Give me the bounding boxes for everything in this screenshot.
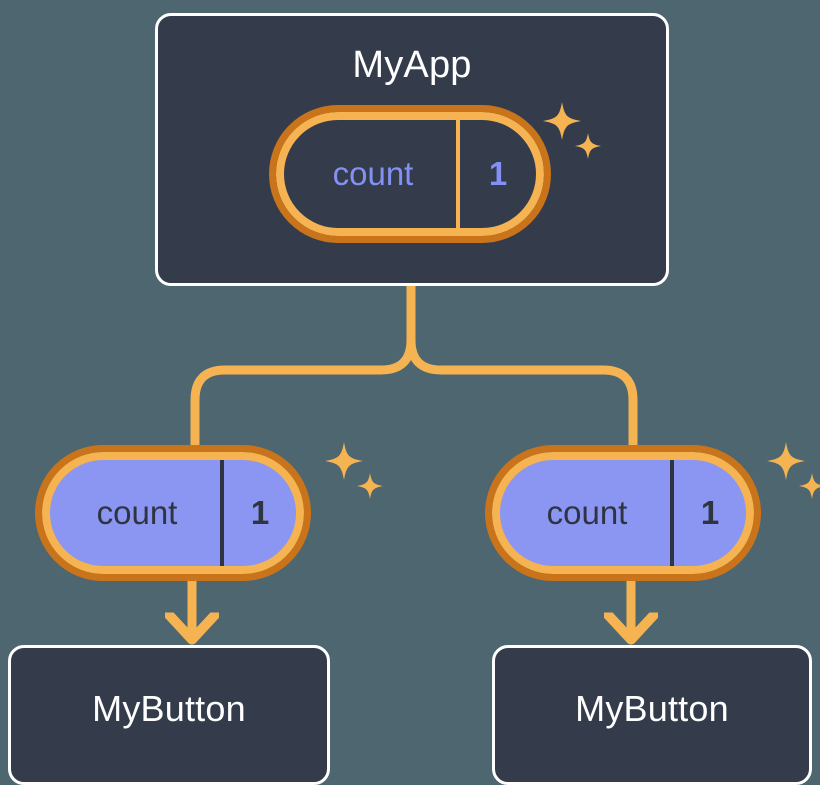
state-pill-child-right[interactable]: count 1: [485, 445, 761, 581]
component-box-mybutton-left[interactable]: MyButton: [8, 645, 330, 785]
wire-split-left: [190, 335, 416, 457]
state-key-root: count: [332, 155, 414, 192]
sparkle-big-icon: [325, 442, 363, 480]
state-pill-root[interactable]: count 1: [269, 105, 551, 243]
sparkle-small-icon: [357, 473, 383, 499]
component-title-mybutton-right: MyButton: [575, 688, 729, 729]
state-key-child-right: count: [546, 494, 628, 531]
state-value-root: 1: [456, 120, 536, 228]
sparkle-small-icon: [799, 473, 820, 499]
wire-split-right: [406, 335, 638, 457]
state-value-child-left: 1: [220, 460, 296, 566]
sparkle-icon-child-left: [318, 440, 390, 525]
state-value-child-right: 1: [670, 460, 746, 566]
component-box-mybutton-right[interactable]: MyButton: [492, 645, 812, 785]
state-key-child-left: count: [96, 494, 178, 531]
sparkle-big-icon: [767, 442, 805, 480]
sparkle-icon-child-right: [760, 440, 820, 525]
state-pill-child-left[interactable]: count 1: [35, 445, 311, 581]
component-title-myapp: MyApp: [352, 44, 472, 86]
component-title-mybutton-left: MyButton: [92, 688, 246, 729]
